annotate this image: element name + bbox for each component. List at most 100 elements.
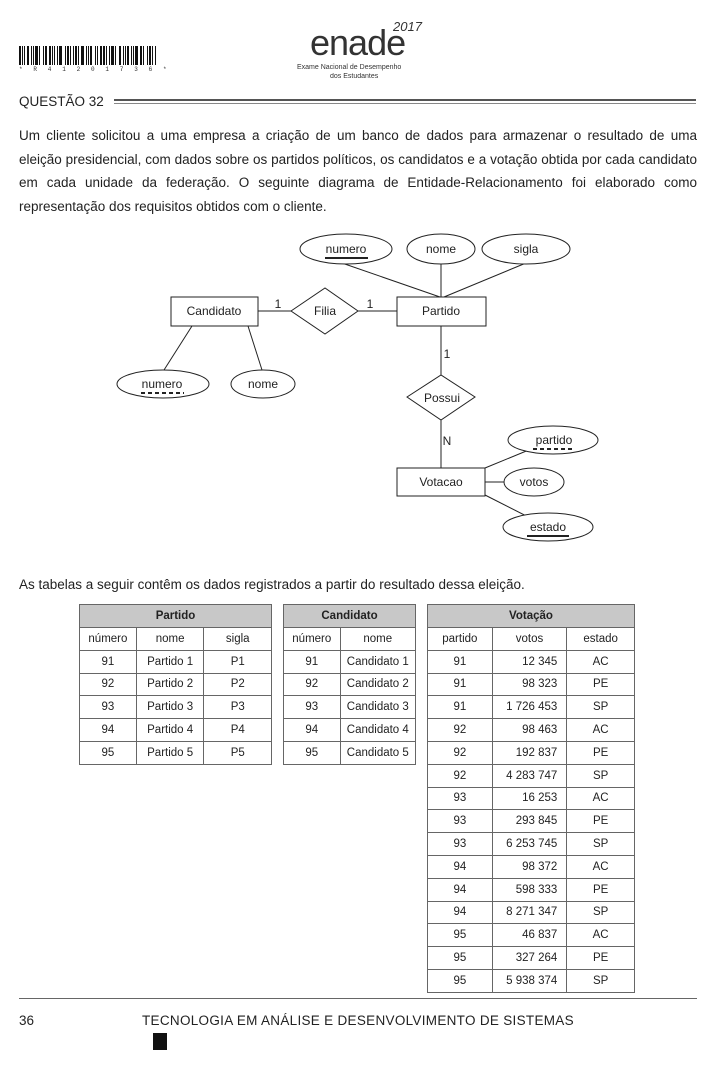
barcode-bar (149, 46, 151, 65)
enade-logo: enade (310, 22, 406, 63)
barcode (19, 46, 156, 65)
barcode-bar (75, 46, 77, 65)
page-number: 36 (19, 1013, 35, 1028)
barcode-bar (119, 46, 121, 65)
barcode-bar (90, 46, 92, 65)
table-cell: 93 (427, 809, 493, 834)
table-cell: 5 938 374 (491, 968, 568, 993)
table-cell: Candidato 3 (339, 695, 417, 720)
table-cell: 16 253 (491, 786, 568, 811)
table-cell: 92 (283, 672, 341, 697)
cardinality-label: 1 (367, 297, 374, 311)
table-cell: 6 253 745 (491, 832, 568, 856)
table-cell: 93 (79, 695, 137, 720)
barcode-bar (59, 46, 62, 65)
er-diagram: Candidato Partido Votacao Filia Possui n… (116, 233, 599, 542)
table-cell: 92 (427, 718, 493, 742)
table-cell: 91 (427, 649, 493, 674)
entity-partido-label: Partido (422, 304, 460, 318)
relationship-possui (406, 374, 476, 421)
barcode-bar (109, 46, 110, 65)
relationship-filia-label: Filia (314, 304, 336, 318)
table-cell: PE (566, 877, 635, 902)
footer-rule (19, 998, 697, 999)
question-statement: Um cliente solicitou a uma empresa a cri… (19, 128, 697, 214)
table-cell: 95 (283, 740, 341, 765)
table-cell: PE (566, 672, 635, 697)
table-cell: 91 (427, 672, 493, 697)
barcode-bar (24, 46, 25, 65)
barcode-bar (155, 46, 156, 65)
table-cell: 95 (79, 740, 137, 765)
table-cell: 95 (427, 968, 493, 993)
relationship-possui-label: Possui (424, 391, 460, 405)
barcode-bar (35, 46, 38, 65)
cardinality-label: 1 (275, 297, 282, 311)
table-cell: 598 333 (491, 877, 568, 902)
table-cell: 327 264 (491, 946, 568, 970)
attribute-partido-numero (299, 233, 393, 265)
table-cell: 94 (283, 718, 341, 742)
table-cell: 98 463 (491, 718, 568, 742)
table-cell: AC (566, 718, 635, 742)
table-cell: P4 (203, 718, 272, 742)
logo-year: 2017 (393, 19, 422, 34)
table-cell: Partido 3 (135, 695, 205, 720)
barcode-bar (125, 46, 126, 65)
barcode-bar (97, 46, 98, 65)
barcode-bar (54, 46, 55, 65)
attribute-votacao-estado-label: estado (530, 520, 566, 534)
barcode-bar (152, 46, 153, 65)
column-header: sigla (203, 627, 272, 651)
table-cell: Candidato 5 (339, 740, 417, 765)
entity-votacao-label: Votacao (419, 475, 463, 489)
table-cell: P5 (203, 740, 272, 765)
table-cell: 92 (79, 672, 137, 697)
barcode-bar (123, 46, 124, 65)
table-cell: 92 (427, 740, 493, 765)
table-cell: AC (566, 854, 635, 879)
attribute-partido-numero-label: numero (326, 242, 367, 256)
footer-title: TECNOLOGIA EM ANÁLISE E DESENVOLVIMENTO … (142, 1013, 574, 1028)
barcode-bar (140, 46, 142, 65)
attribute-votacao-partido (507, 425, 599, 455)
table-cell: P1 (203, 649, 272, 674)
column-header: partido (427, 627, 493, 651)
attribute-votacao-estado (502, 512, 594, 542)
table-cell: 93 (427, 786, 493, 811)
table-cell: 98 372 (491, 854, 568, 879)
relationship-filia (290, 287, 359, 335)
table-cell: SP (566, 900, 635, 925)
barcode-bar (131, 46, 132, 65)
barcode-bar (45, 46, 47, 65)
barcode-bar (70, 46, 71, 65)
cardinality-label: N (443, 434, 452, 448)
barcode-bar (106, 46, 107, 65)
barcode-bar (67, 46, 69, 65)
barcode-bar (86, 46, 87, 65)
attribute-votacao-partido-label: partido (536, 433, 573, 447)
table-cell: 4 283 747 (491, 763, 568, 788)
entity-partido (396, 296, 487, 327)
table-cell: PE (566, 740, 635, 765)
barcode-bar (19, 46, 21, 65)
table-cell: Candidato 2 (339, 672, 417, 697)
tables-intro: As tabelas a seguir contêm os dados regi… (19, 577, 525, 592)
attribute-partido-nome-label: nome (426, 242, 456, 256)
entity-candidato-label: Candidato (187, 304, 242, 318)
